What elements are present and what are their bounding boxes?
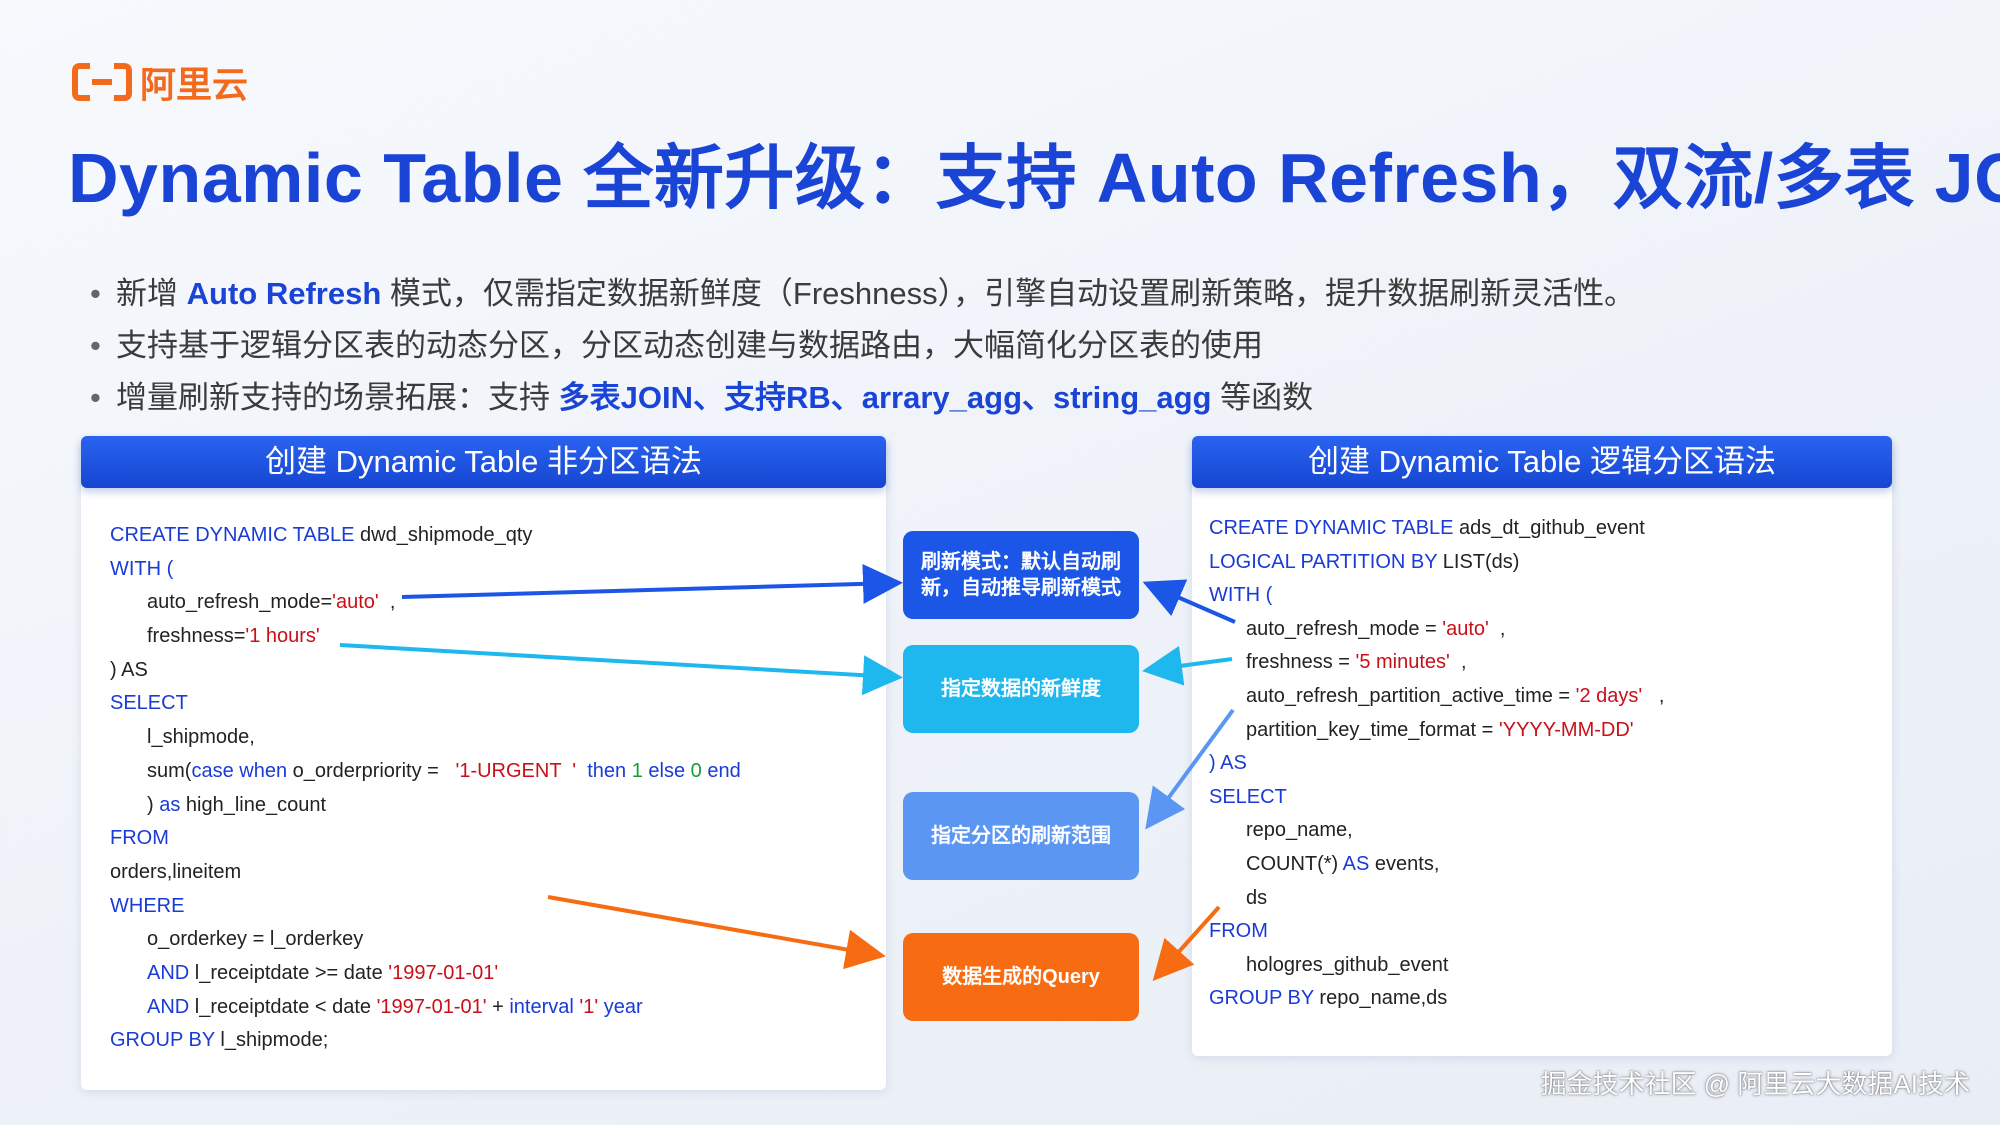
callout-query: 数据生成的Query [903,933,1139,1021]
code-line: ds [1246,886,1268,909]
code-line: orders,lineitem [110,860,242,883]
code-line: freshness = '5 minutes' , [1246,651,1467,674]
code-line: auto_refresh_mode = 'auto' , [1246,617,1506,640]
code-line: WITH ( [110,557,174,580]
callout-freshness: 指定数据的新鲜度 [903,645,1139,733]
watermark: 掘金技术社区 @ 阿里云大数据AI技术 [1540,1069,1970,1099]
code-line: AND l_receiptdate < date '1997-01-01' + … [147,995,643,1018]
code-line: hologres_github_event [1246,953,1449,976]
code-line: GROUP BY l_shipmode; [110,1029,329,1052]
logo-text: 阿里云 [140,64,249,105]
logical-partition-sql-code: CREATE DYNAMIC TABLE ads_dt_github_event… [1209,512,1664,1016]
code-line: freshness='1 hours' [147,625,320,648]
code-line: partition_key_time_format = 'YYYY-MM-DD' [1246,718,1634,741]
code-line: CREATE DYNAMIC TABLE ads_dt_github_event [1209,517,1645,539]
code-line: WITH ( [1209,584,1273,607]
code-line: CREATE DYNAMIC TABLE dwd_shipmode_qty [110,524,533,546]
code-line: SELECT [1209,785,1287,808]
callout-partition-range: 指定分区的刷新范围 [903,792,1139,880]
code-line: FROM [110,827,169,850]
non-partition-panel-header: 创建 Dynamic Table 非分区语法 [81,436,886,488]
code-line: GROUP BY repo_name,ds [1209,987,1448,1010]
bullet-list: •新增 Auto Refresh 模式，仅需指定数据新鲜度（Freshness）… [90,268,1635,424]
aliyun-bracket-icon [72,63,132,101]
code-line: WHERE [110,894,185,917]
code-line: l_shipmode, [147,726,255,749]
aliyun-logo: 阿里云 [72,56,248,108]
code-line: COUNT(*) AS events, [1246,852,1440,875]
code-line: FROM [1209,920,1268,943]
logical-partition-panel [1192,440,1892,1056]
code-line: AND l_receiptdate >= date '1997-01-01' [147,961,499,984]
callout-refresh-mode: 刷新模式：默认自动刷新，自动推导刷新模式 [903,531,1139,619]
code-line: auto_refresh_mode='auto' , [147,591,396,614]
code-line: auto_refresh_partition_active_time = '2 … [1246,684,1665,707]
code-line: ) AS [110,658,148,681]
code-line: o_orderkey = l_orderkey [147,928,364,951]
code-line: SELECT [110,692,188,715]
logical-partition-panel-header: 创建 Dynamic Table 逻辑分区语法 [1192,436,1892,488]
code-line: sum(case when o_orderpriority = '1-URGEN… [147,759,741,782]
code-line: ) as high_line_count [147,793,327,816]
non-partition-panel [81,440,886,1090]
page-title: Dynamic Table 全新升级：支持 Auto Refresh，双流/多表… [68,139,2000,217]
bullet-item: •增量刷新支持的场景拓展：支持 多表JOIN、支持RB、arrary_agg、s… [90,380,1314,415]
code-line: repo_name, [1246,819,1353,842]
code-line: LOGICAL PARTITION BY LIST(ds) [1209,550,1520,573]
bullet-item: •新增 Auto Refresh 模式，仅需指定数据新鲜度（Freshness）… [90,276,1636,311]
bullet-item: •支持基于逻辑分区表的动态分区，分区动态创建与数据路由，大幅简化分区表的使用 [90,328,1263,363]
code-line: ) AS [1209,752,1247,775]
non-partition-sql-code: CREATE DYNAMIC TABLE dwd_shipmode_qty WI… [110,519,741,1058]
